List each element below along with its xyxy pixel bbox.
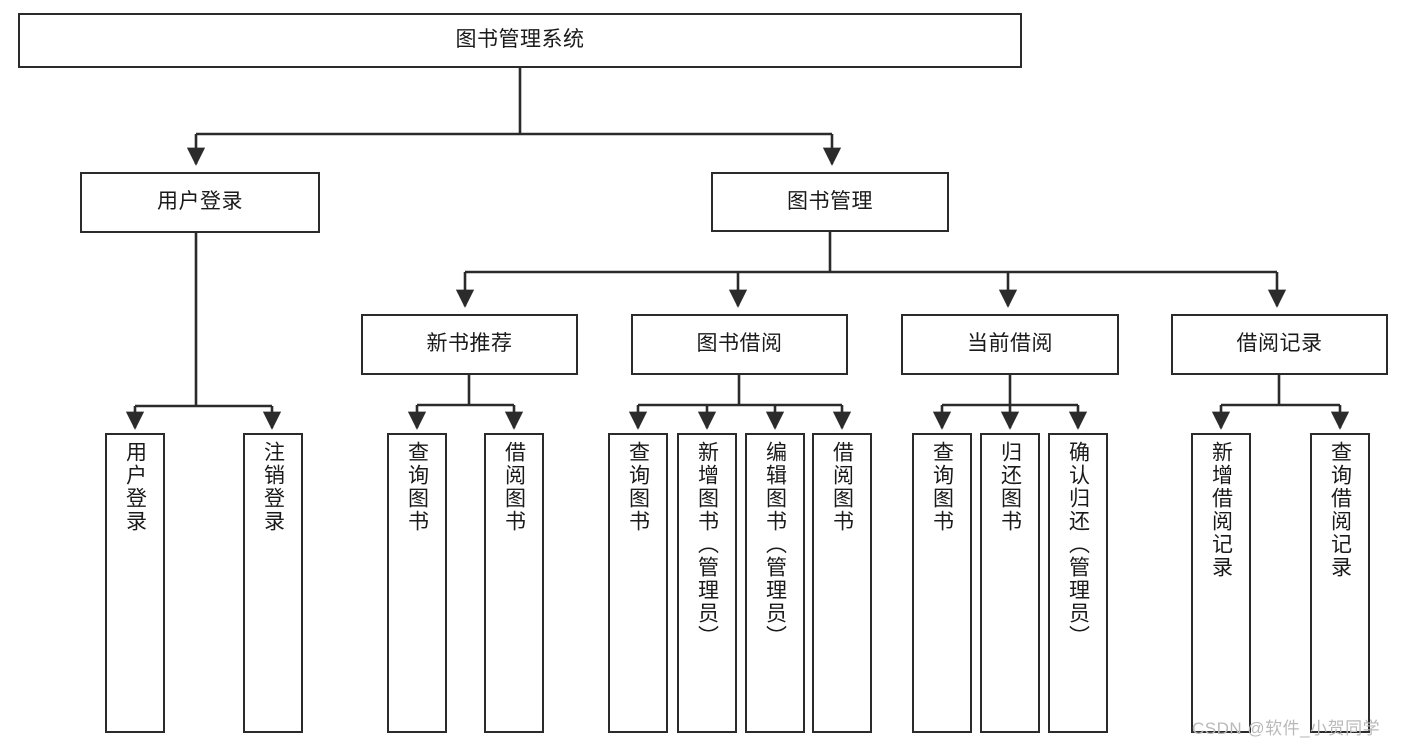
leaf-record-add-record-label: 新增借阅记录 [1209, 441, 1233, 579]
leaf-borrow-query-book-label: 查询图书 [626, 441, 650, 533]
leaf-current-query-book-label: 查询图书 [930, 441, 954, 533]
leaf-current-query-book[interactable]: 查询图书 [912, 433, 972, 733]
leaf-borrow-borrow-book[interactable]: 借阅图书 [812, 433, 872, 733]
node-user-login-label: 用户登录 [157, 190, 243, 214]
leaf-record-add-record[interactable]: 新增借阅记录 [1191, 433, 1251, 733]
node-user-login[interactable]: 用户登录 [80, 172, 320, 233]
node-book-management-label: 图书管理 [787, 189, 873, 213]
leaf-recommend-borrow-book[interactable]: 借阅图书 [484, 433, 544, 733]
node-root-label: 图书管理系统 [455, 28, 585, 52]
node-root[interactable]: 图书管理系统 [18, 13, 1022, 68]
leaf-borrow-query-book[interactable]: 查询图书 [608, 433, 668, 733]
leaf-borrow-add-book-label: 新增图书（管理员） [695, 441, 719, 648]
node-current-borrow-label: 当前借阅 [967, 332, 1053, 356]
node-current-borrow[interactable]: 当前借阅 [901, 314, 1119, 375]
leaf-borrow-borrow-book-label: 借阅图书 [830, 441, 854, 533]
leaf-current-return-book-label: 归还图书 [998, 441, 1022, 533]
leaf-current-confirm-return[interactable]: 确认归还（管理员） [1048, 433, 1108, 733]
node-new-book-recommend-label: 新书推荐 [426, 332, 513, 356]
leaf-recommend-query-book[interactable]: 查询图书 [387, 433, 447, 733]
leaf-record-query-record[interactable]: 查询借阅记录 [1310, 433, 1370, 733]
leaf-user-login-signout[interactable]: 注销登录 [243, 433, 303, 733]
leaf-borrow-edit-book-label: 编辑图书（管理员） [763, 441, 787, 648]
leaf-record-query-record-label: 查询借阅记录 [1328, 441, 1352, 579]
leaf-current-confirm-return-label: 确认归还（管理员） [1066, 441, 1090, 648]
node-new-book-recommend[interactable]: 新书推荐 [361, 314, 578, 375]
leaf-user-login-signout-label: 注销登录 [261, 441, 285, 533]
leaf-user-login-signin[interactable]: 用户登录 [105, 433, 165, 733]
leaf-recommend-query-book-label: 查询图书 [405, 441, 429, 533]
node-book-management[interactable]: 图书管理 [711, 172, 949, 232]
leaf-recommend-borrow-book-label: 借阅图书 [502, 441, 526, 533]
node-book-borrow-label: 图书借阅 [696, 332, 783, 356]
node-borrow-record[interactable]: 借阅记录 [1171, 314, 1388, 375]
leaf-borrow-add-book[interactable]: 新增图书（管理员） [677, 433, 737, 733]
leaf-borrow-edit-book[interactable]: 编辑图书（管理员） [745, 433, 805, 733]
csdn-watermark: CSDN @软件_小贺同学 [1192, 719, 1381, 738]
node-book-borrow[interactable]: 图书借阅 [631, 314, 848, 375]
leaf-user-login-signin-label: 用户登录 [123, 441, 147, 533]
node-borrow-record-label: 借阅记录 [1236, 332, 1323, 356]
leaf-current-return-book[interactable]: 归还图书 [980, 433, 1040, 733]
